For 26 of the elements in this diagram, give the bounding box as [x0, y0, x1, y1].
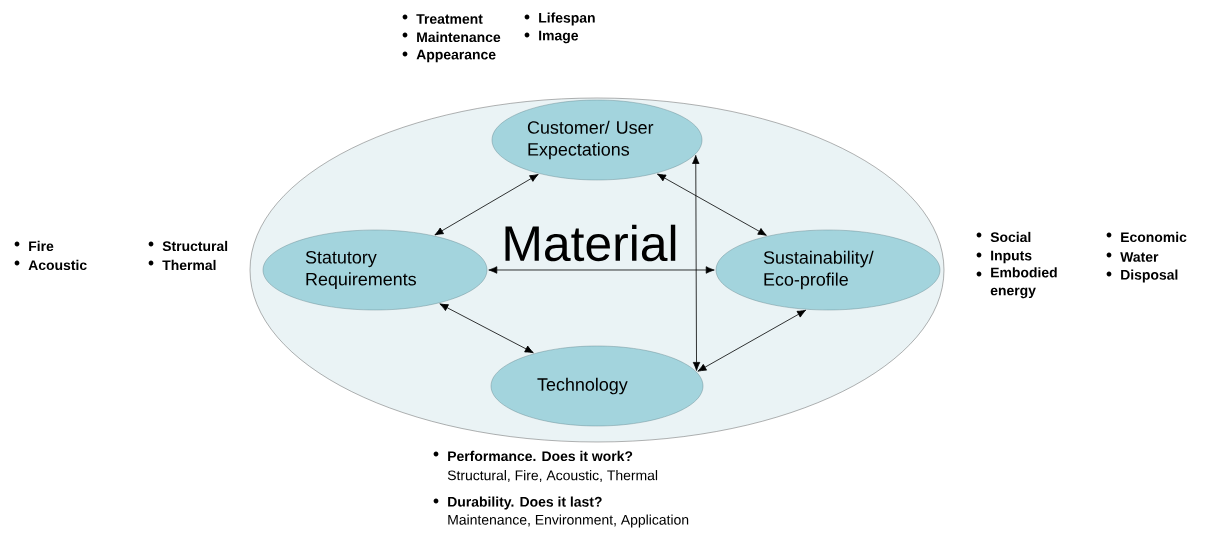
bullet-item: Treatment [402, 14, 483, 24]
bullet-item: Water [1106, 252, 1159, 262]
bullet-item: Performance. Does it work? [433, 450, 633, 462]
bullet-item: Inputs [976, 250, 1032, 264]
arrow [692, 155, 701, 371]
arrow [439, 303, 534, 354]
bullet-item: Thermal [148, 259, 216, 271]
bullet-item: Lifespan [524, 12, 595, 26]
bullet-item: Appearance [402, 49, 496, 63]
arrow [434, 174, 539, 236]
arrow [657, 173, 767, 236]
bullet-item: Durability. Does it last? [433, 496, 602, 510]
bullet-item: Fire [14, 240, 54, 252]
detail-text: Structural, Fire, Acoustic, Thermal [447, 470, 658, 482]
bullet-item: Acoustic [14, 259, 87, 271]
arrow [697, 309, 807, 372]
bullet-item: Structural [148, 240, 228, 252]
arrow [488, 266, 715, 274]
bullet-item: Embodied energy [976, 267, 1057, 299]
bullet-item: Maintenance [402, 31, 501, 43]
center-label: Material [505, 224, 676, 262]
bullet-item: Social [976, 231, 1031, 243]
bullet-item: Image [524, 30, 579, 44]
bullet-item: Disposal [1106, 269, 1178, 283]
detail-text: Maintenance, Environment, Application [448, 514, 689, 528]
bullet-item: Economic [1106, 231, 1187, 243]
